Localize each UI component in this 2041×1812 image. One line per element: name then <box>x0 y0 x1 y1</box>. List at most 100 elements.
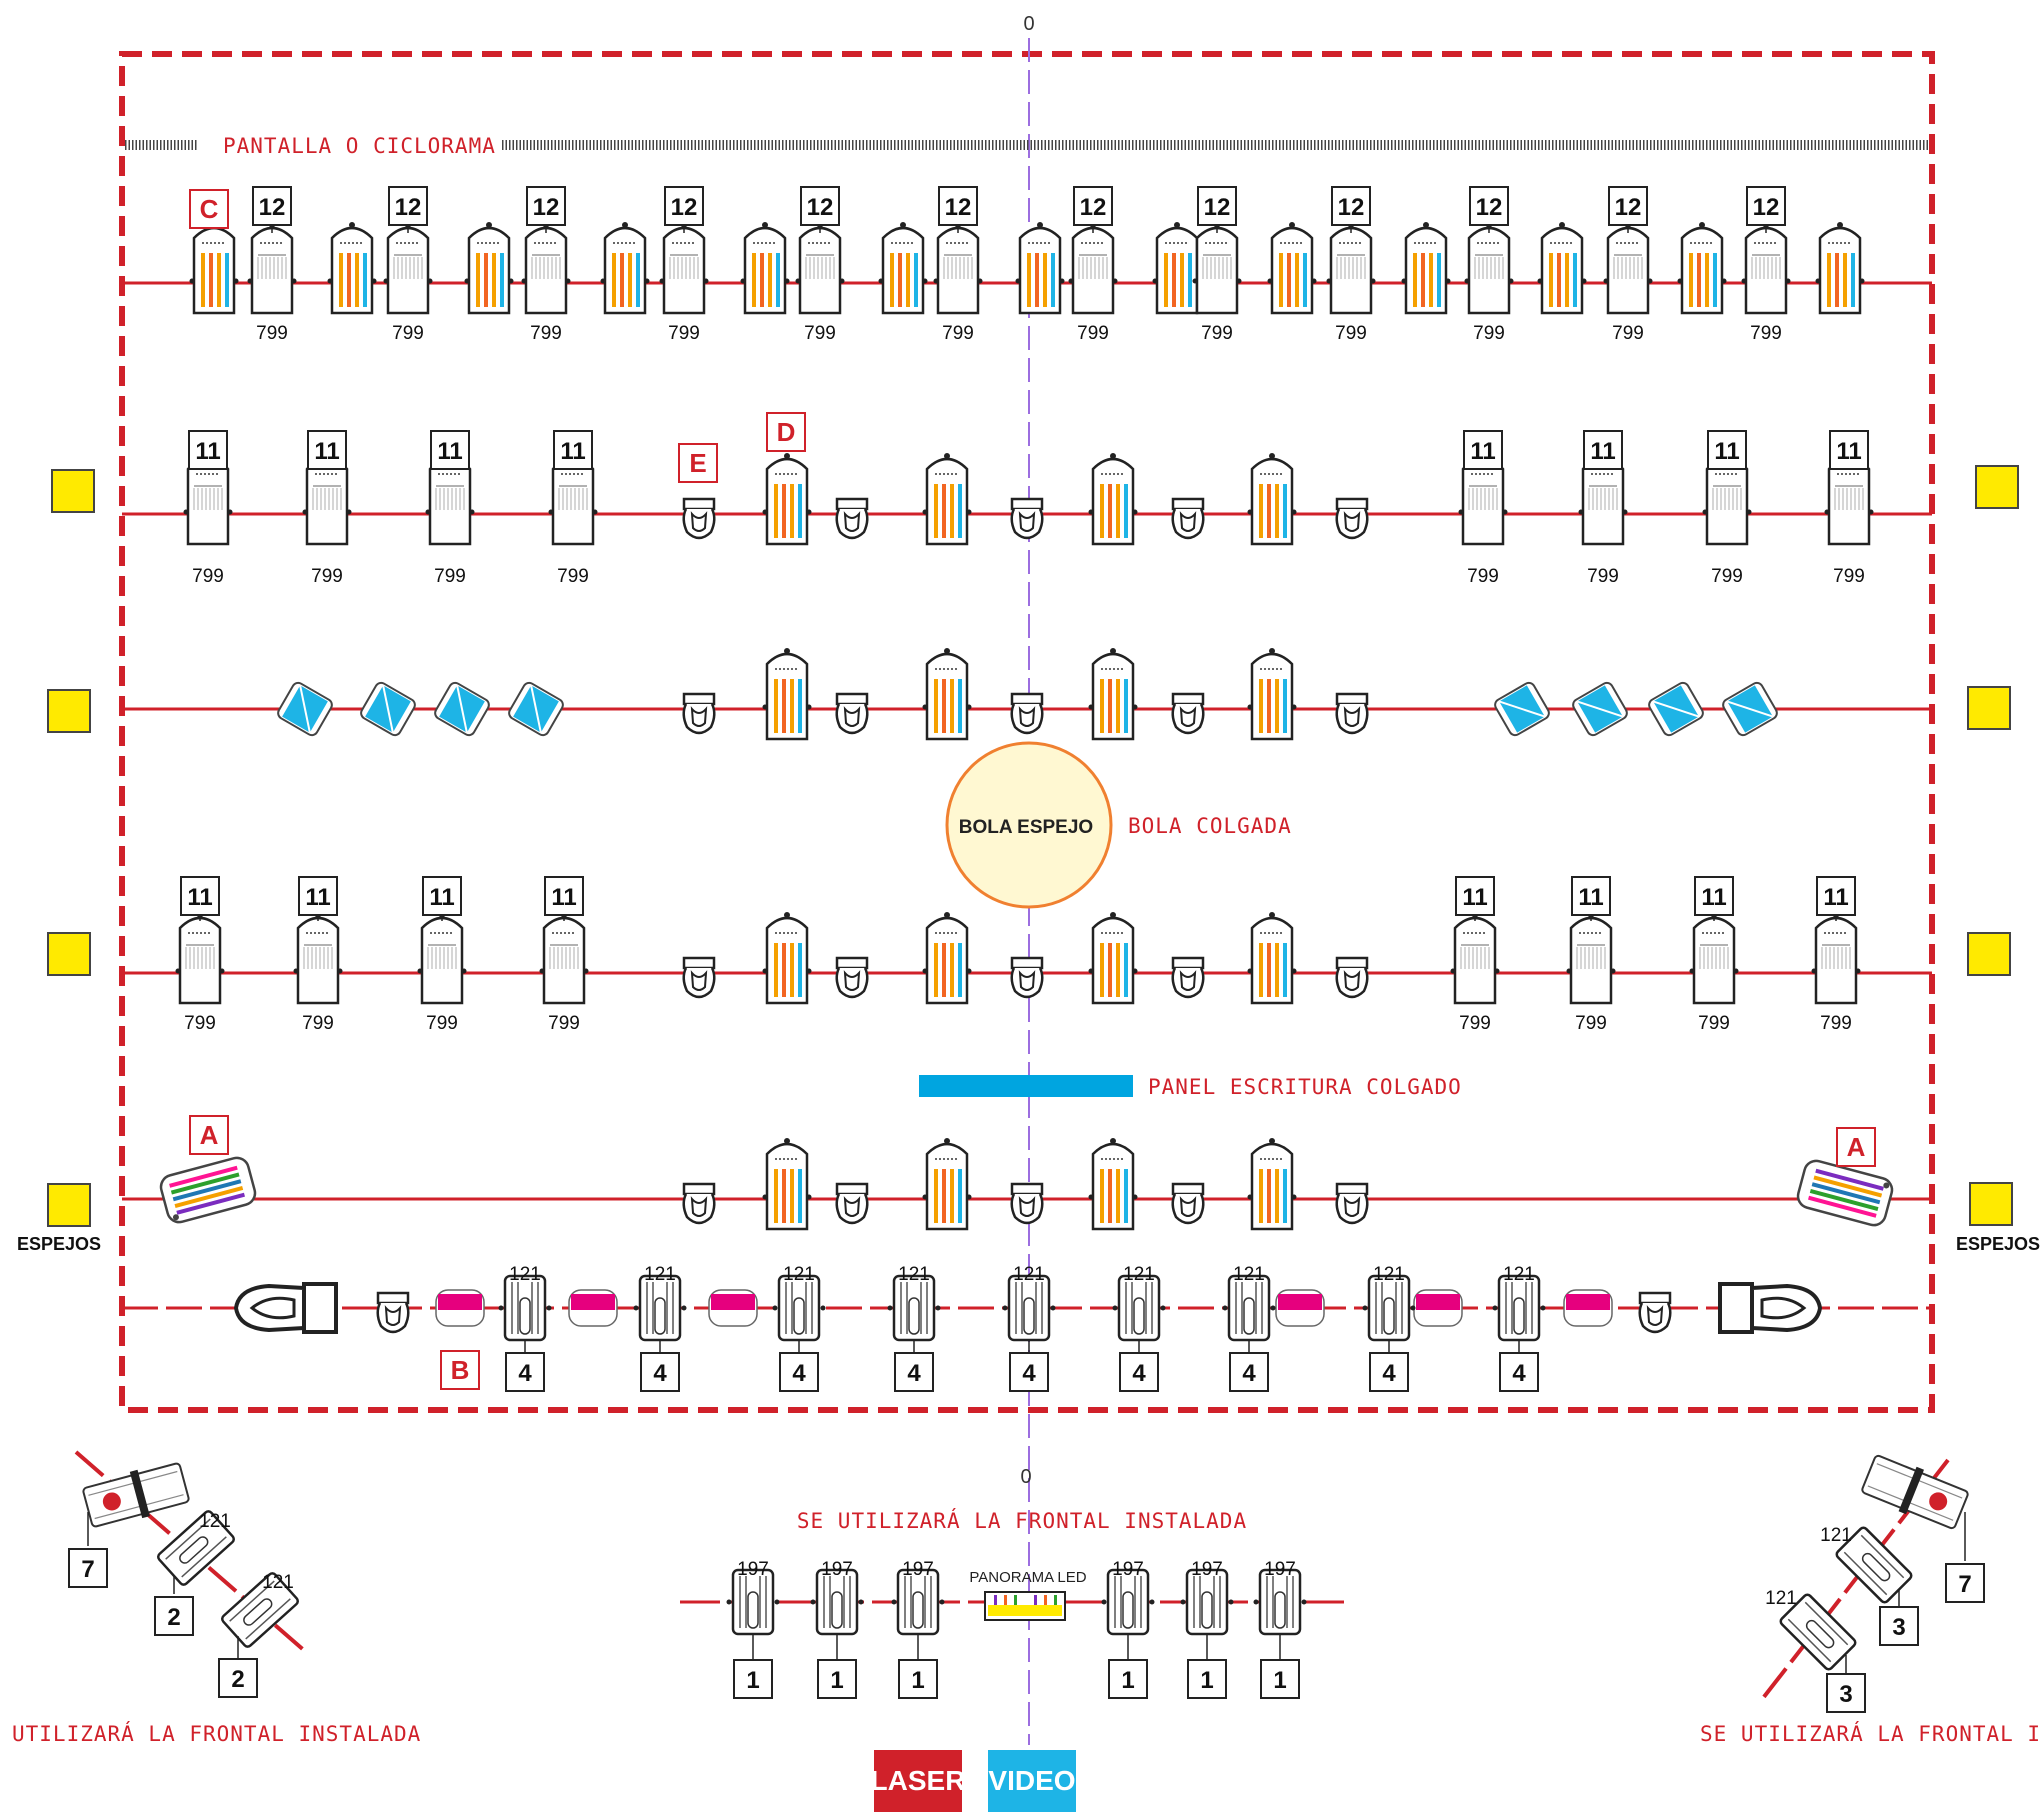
spot-fixture-row4-5 <box>1565 910 1617 1005</box>
channel-box-row4-5 <box>1571 876 1611 916</box>
beam-fixture-row2-3 <box>1171 497 1205 540</box>
spot-fixture-row4-7 <box>1810 910 1862 1005</box>
filter-label-row2-7: 799 <box>1833 566 1865 587</box>
channel-box-row2-4-label: 11 <box>1470 438 1495 465</box>
beam-fixture-row3-1 <box>835 692 869 735</box>
channel-box-row6-6 <box>1229 1352 1269 1392</box>
mirror-right-4 <box>1969 1182 2013 1226</box>
spot-fixture-row4-2 <box>416 910 468 1005</box>
front-filter-label-0: 197 <box>737 1559 769 1580</box>
channel-box-row1-9-label: 12 <box>1476 194 1503 221</box>
channel-box-row1-0-label: 12 <box>259 194 286 221</box>
left-channel-box-follow-label: 7 <box>81 1556 94 1583</box>
wash-fixture-row2-0 <box>761 451 813 546</box>
beam-fixture-row2-2 <box>1010 497 1044 540</box>
beam-fixture-row6-1 <box>1638 1291 1672 1334</box>
channel-box-row4-3 <box>544 876 584 916</box>
filter-label-row1-1: 799 <box>392 323 424 344</box>
channel-box-row1-11-label: 12 <box>1753 194 1780 221</box>
spot-fixture-row1-2 <box>520 220 572 315</box>
wash-fixture-row1-8 <box>1266 220 1318 315</box>
filter-label-row6-1: 121 <box>644 1264 676 1285</box>
cyclorama-label: PANTALLA O CICLORAMA <box>223 134 496 158</box>
right-channel-box-0 <box>1879 1606 1919 1646</box>
letter-box-c-label: C <box>200 194 219 224</box>
strobe-fixture-row3-6 <box>1645 679 1707 739</box>
letter-box-a-left-label: A <box>200 1120 219 1150</box>
filter-label-row2-4: 799 <box>1467 566 1499 587</box>
beam-fixture-row4-1 <box>835 956 869 999</box>
beam-fixture-row2-1 <box>835 497 869 540</box>
writing-panel <box>919 1075 1133 1097</box>
wash-fixture-row4-1 <box>921 910 973 1005</box>
left-channel-box-1-label: 2 <box>231 1666 244 1693</box>
follow-spot-left <box>234 1282 338 1334</box>
channel-box-row1-0 <box>252 186 292 226</box>
wash-fixture-row5-2 <box>1087 1136 1139 1231</box>
beam-fixture-row5-0 <box>682 1182 716 1225</box>
beam-fixture-row3-0 <box>682 692 716 735</box>
channel-box-row1-4-label: 12 <box>807 194 834 221</box>
spot-fixture-row1-7 <box>1191 220 1243 315</box>
writing-panel-label: PANEL ESCRITURA COLGADO <box>1148 1075 1462 1099</box>
letter-box-d-label: D <box>777 417 796 447</box>
channel-box-row1-4 <box>800 186 840 226</box>
channel-box-row2-6-label: 11 <box>1714 438 1739 465</box>
filter-label-row2-3: 799 <box>557 566 589 587</box>
filter-label-row4-3: 799 <box>548 1013 580 1034</box>
pc-fixture-row6-6 <box>1221 1274 1277 1342</box>
channel-box-row6-0 <box>505 1352 545 1392</box>
filter-label-row1-4: 799 <box>804 323 836 344</box>
wash-fixture-row1-11 <box>1676 220 1728 315</box>
channel-box-row2-1 <box>307 430 347 470</box>
front-note-left: UTILIZARÁ LA FRONTAL INSTALADA <box>12 1721 421 1746</box>
beam-fixture-row4-4 <box>1335 956 1369 999</box>
channel-box-row1-8-label: 12 <box>1338 194 1365 221</box>
filter-label-row6-6: 121 <box>1233 1264 1265 1285</box>
pc-fixture-row6-0 <box>497 1274 553 1342</box>
beam-fixture-row3-3 <box>1171 692 1205 735</box>
mirror-left-4 <box>47 1183 91 1227</box>
panorama-led <box>984 1591 1066 1621</box>
video-legend-label: VIDEO <box>988 1765 1076 1796</box>
filter-label-row2-1: 799 <box>311 566 343 587</box>
strobe-fixture-row3-5 <box>1569 679 1631 739</box>
mirror-ball <box>945 741 1113 909</box>
channel-box-row6-8 <box>1499 1352 1539 1392</box>
right-channel-box-follow <box>1945 1563 1985 1603</box>
filter-label-row6-8: 121 <box>1503 1264 1535 1285</box>
wash-fixture-row3-1 <box>921 646 973 741</box>
blinder-fixture-row6-0 <box>435 1289 485 1327</box>
spot-fixture-row4-0 <box>174 910 226 1005</box>
left-channel-box-0 <box>154 1596 194 1636</box>
channel-box-row1-1-label: 12 <box>395 194 422 221</box>
beam-fixture-row5-4 <box>1335 1182 1369 1225</box>
wash-fixture-row2-2 <box>1087 451 1139 546</box>
left-channel-box-1 <box>218 1658 258 1698</box>
channel-box-row4-0-label: 11 <box>187 884 212 911</box>
mirror-left-1 <box>51 469 95 513</box>
channel-box-row6-5-label: 4 <box>1132 1360 1146 1387</box>
letter-box-b-label: B <box>451 1355 470 1385</box>
channel-box-row1-5 <box>938 186 978 226</box>
filter-label-row4-2: 799 <box>426 1013 458 1034</box>
filter-label-row2-2: 799 <box>434 566 466 587</box>
filter-label-row4-4: 799 <box>1459 1013 1491 1034</box>
wash-fixture-row4-3 <box>1246 910 1298 1005</box>
wash-fixture-row1-6 <box>1014 220 1066 315</box>
channel-box-row6-5 <box>1119 1352 1159 1392</box>
channel-box-row2-0-label: 11 <box>195 438 220 465</box>
front-channel-box-5 <box>1260 1659 1300 1699</box>
follow-spot-right <box>1718 1282 1822 1334</box>
mirrors-label-right: ESPEJOS <box>1956 1234 2040 1254</box>
letter-box-e-label: E <box>689 448 706 478</box>
right-filter-label-1: 121 <box>1765 1588 1797 1609</box>
letter-box-c <box>189 189 229 229</box>
filter-label-row1-7: 799 <box>1201 323 1233 344</box>
right-channel-box-follow-label: 7 <box>1958 1571 1971 1598</box>
filter-label-row4-0: 799 <box>184 1013 216 1034</box>
pc-fixture-row6-4 <box>1001 1274 1057 1342</box>
front-channel-box-1-label: 1 <box>830 1667 843 1694</box>
filter-label-row1-10: 799 <box>1612 323 1644 344</box>
pc-fixture-row6-8 <box>1491 1274 1547 1342</box>
